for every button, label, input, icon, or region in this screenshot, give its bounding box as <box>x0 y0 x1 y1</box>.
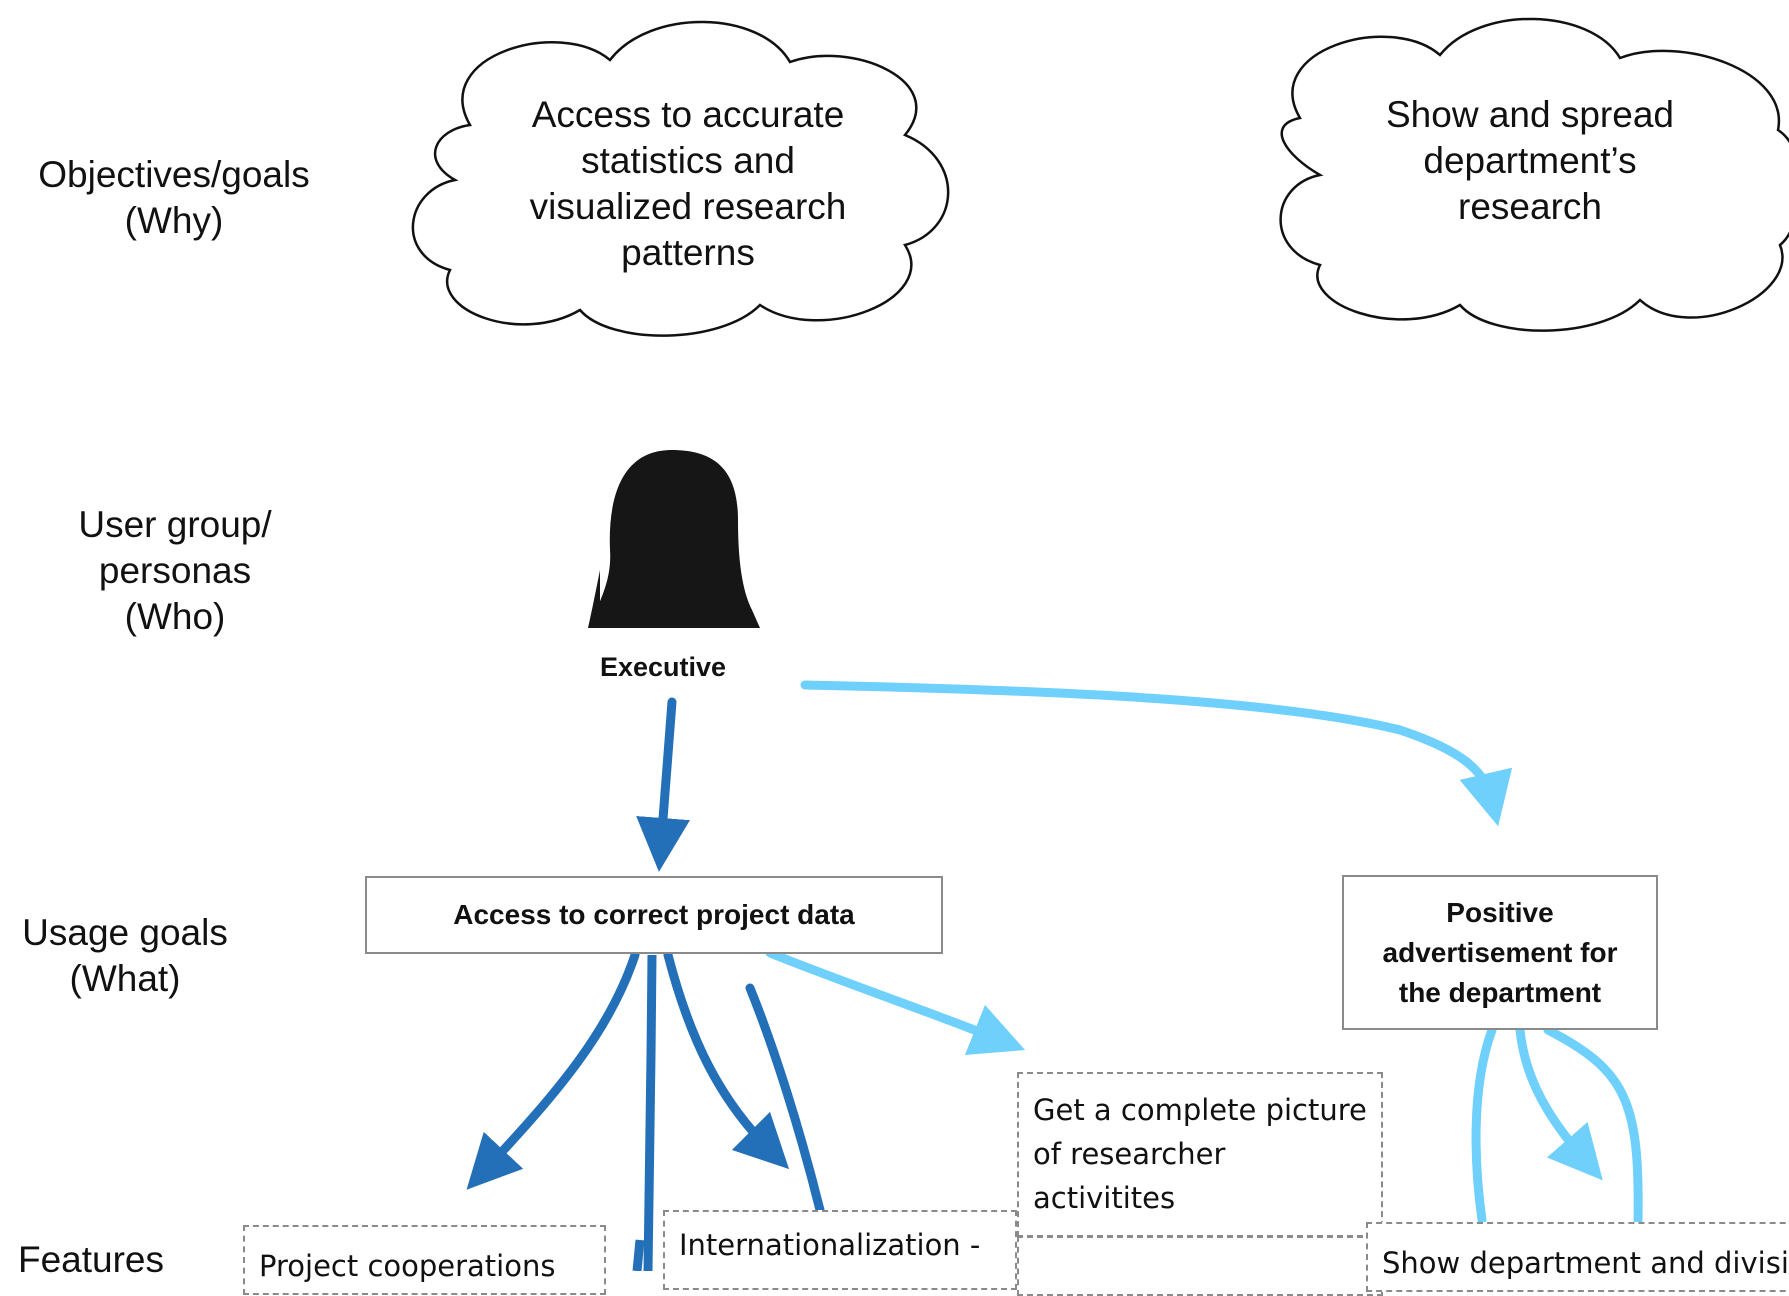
arrow-executive-to-positive-ad <box>800 680 1513 827</box>
usage-goal-box-positive-ad: Positive advertisement for the departmen… <box>1342 875 1658 1030</box>
goal-cloud-1-text: Access to accurate statistics and visual… <box>529 94 847 273</box>
row-label-features: Features <box>18 1239 165 1280</box>
feature-box-lower-middle <box>1017 1236 1383 1296</box>
arrow-usage-to-complete-picture <box>765 948 1026 1056</box>
feature-box-show-department: Show department and divisi <box>1366 1222 1789 1292</box>
row-label-usage-goals: Usage goals (What) <box>22 912 228 999</box>
row-label-objectives: Objectives/goals (Why) <box>38 154 310 241</box>
arrow-usage-to-internationalization <box>663 950 790 1170</box>
persona-silhouette-icon <box>588 450 760 628</box>
line-usage-down-small <box>632 1239 645 1271</box>
row-label-personas: User group/ personas (Who) <box>78 504 272 637</box>
feature-box-internationalization: Internationalization - <box>663 1210 1017 1290</box>
arrow-executive-to-usage <box>636 697 690 872</box>
line-usage-down-center <box>643 954 657 1271</box>
feature-box-project-cooperations: Project cooperations <box>243 1225 606 1295</box>
line-positive-ad-right <box>1543 1025 1643 1225</box>
arrow-usage-to-cooperations <box>466 950 640 1190</box>
usage-goal-box-project-data: Access to correct project data <box>365 876 943 954</box>
persona-label: Executive <box>600 652 727 682</box>
feature-box-complete-picture: Get a complete picture of researcher act… <box>1017 1072 1383 1237</box>
goal-cloud-2-shape <box>1279 17 1789 332</box>
line-internationalization-up <box>745 983 825 1215</box>
line-positive-ad-left <box>1471 1025 1497 1225</box>
goal-cloud-2-text: Show and spread department’s research <box>1386 94 1674 227</box>
goal-cloud-1-shape <box>411 20 950 337</box>
arrow-positive-ad-to-show-department <box>1515 1025 1603 1181</box>
